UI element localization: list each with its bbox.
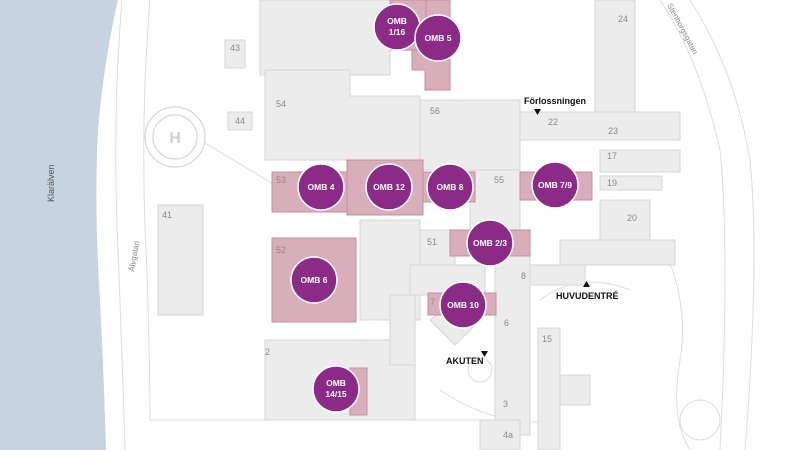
arrow-triangle-icon	[481, 351, 488, 357]
helipad-icon: H	[169, 130, 181, 147]
ward-marker-omb-5[interactable]: OMB 5	[414, 14, 462, 62]
ward-label: OMB 6	[301, 275, 328, 285]
ward-marker-omb-12[interactable]: OMB 12	[365, 163, 413, 211]
building-number-7: 7	[430, 297, 435, 307]
building-number-8: 8	[521, 271, 526, 281]
building-number-23: 23	[608, 126, 618, 136]
building-number-4a: 4a	[503, 430, 513, 440]
building-number-24: 24	[618, 14, 628, 24]
ward-markers: OMB 1/16 OMB 5 OMB 4 OMB 12 OMB 8 OMB 7/…	[290, 3, 579, 413]
building-number-20: 20	[627, 213, 637, 223]
ward-label: OMB 4	[308, 182, 335, 192]
river	[0, 0, 118, 450]
street-alvgatan: Älvgatan	[127, 240, 141, 272]
ward-marker-omb-6[interactable]: OMB 6	[290, 256, 338, 304]
ward-marker-omb-1-16[interactable]: OMB 1/16	[373, 3, 421, 51]
ward-marker-omb-2-3[interactable]: OMB 2/3	[466, 219, 514, 267]
arrow-triangle-icon	[583, 281, 590, 287]
ward-label-line1: OMB	[387, 16, 407, 26]
entrance-akuten[interactable]: AKUTEN	[446, 351, 488, 366]
ward-label: OMB 12	[373, 182, 405, 192]
building-number-3: 3	[503, 399, 508, 409]
ward-marker-omb-4[interactable]: OMB 4	[297, 163, 345, 211]
ward-label: OMB 10	[447, 300, 479, 310]
ward-label: OMB 5	[425, 33, 452, 43]
ward-label-line2: 1/16	[389, 27, 406, 37]
entrance-label-forlossningen: Förlossningen	[524, 96, 586, 106]
road-lines	[115, 0, 755, 450]
building-number-55: 55	[494, 175, 504, 185]
buildings	[157, 0, 681, 450]
building-number-44: 44	[235, 116, 245, 126]
building-number-54: 54	[276, 99, 286, 109]
entrance-label-akuten: AKUTEN	[446, 356, 484, 366]
ward-marker-omb-14-15[interactable]: OMB 14/15	[312, 365, 360, 413]
ward-marker-omb-10[interactable]: OMB 10	[439, 281, 487, 329]
ward-label: OMB 8	[437, 182, 464, 192]
ward-label: OMB 7/9	[538, 180, 572, 190]
ward-marker-omb-7-9[interactable]: OMB 7/9	[531, 161, 579, 209]
building-number-15: 15	[542, 334, 552, 344]
building-number-22: 22	[548, 117, 558, 127]
helipad: H	[144, 106, 206, 168]
building-number-51: 51	[427, 237, 437, 247]
entrance-label-huvudentre: HUVUDENTRÉ	[556, 291, 619, 301]
ward-label: OMB 2/3	[473, 238, 507, 248]
entrance-forlossningen[interactable]: Förlossningen	[524, 96, 586, 115]
building-number-19: 19	[607, 178, 617, 188]
building-number-17: 17	[607, 151, 617, 161]
ward-label-line1: OMB	[326, 378, 346, 388]
ward-marker-omb-8[interactable]: OMB 8	[426, 163, 474, 211]
building-number-53: 53	[276, 175, 286, 185]
building-number-41: 41	[162, 210, 172, 220]
building-numbers: 43 44 54 56 24 22 23 17 19 20 53 55 41 5…	[162, 14, 637, 440]
arrow-triangle-icon	[534, 109, 541, 115]
building-number-56: 56	[430, 106, 440, 116]
entrance-huvudentre[interactable]: HUVUDENTRÉ	[556, 281, 619, 301]
ward-label-line2: 14/15	[325, 389, 347, 399]
building-number-43: 43	[230, 43, 240, 53]
building-number-2: 2	[265, 347, 270, 357]
street-east: Stenborgsgatan	[665, 2, 699, 56]
building-number-52: 52	[276, 245, 286, 255]
river-label: Klarälven	[46, 164, 56, 202]
building-number-6: 6	[504, 318, 509, 328]
